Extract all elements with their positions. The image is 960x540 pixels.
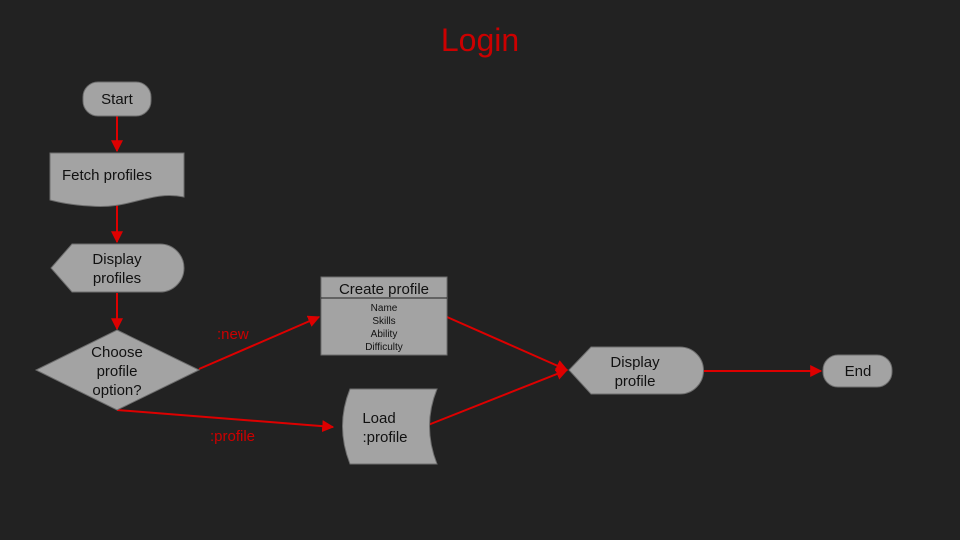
load-line2: :profile [362, 429, 407, 446]
decision-line2: profile [97, 363, 138, 380]
create-field-ability: Ability [371, 329, 398, 340]
edges: :new :profile [111, 116, 823, 445]
create-profile-header: Create profile [339, 281, 429, 298]
fetch-profiles-label: Fetch profiles [62, 167, 152, 184]
display-profile-line1: Display [610, 354, 660, 371]
create-field-skills: Skills [372, 316, 395, 327]
edge-decision-load [116, 409, 335, 433]
edge-create-display [446, 316, 569, 372]
decision-line1: Choose [91, 344, 143, 361]
end-node: End [822, 354, 893, 388]
edge-load-display [422, 368, 569, 428]
decision-node: Choose profile option? [34, 329, 201, 411]
start-node: Start [82, 81, 152, 117]
create-field-name: Name [371, 303, 398, 314]
start-label: Start [101, 91, 134, 108]
fetch-profiles-node: Fetch profiles [49, 152, 185, 208]
end-label: End [845, 363, 872, 380]
edge-label-new: :new [217, 326, 249, 343]
load-line1: Load [362, 410, 395, 427]
display-profiles-node: Display profiles [50, 243, 185, 293]
decision-line3: option? [92, 382, 141, 399]
create-field-difficulty: Difficulty [365, 342, 403, 353]
edge-label-profile: :profile [210, 428, 255, 445]
create-profile-node: Create profile Name Skills Ability Diffi… [320, 276, 448, 356]
display-profiles-line2: profiles [93, 270, 141, 287]
page-title: Login [440, 22, 520, 58]
display-profiles-line1: Display [92, 251, 142, 268]
display-profile-line2: profile [615, 373, 656, 390]
display-profile-node: Display profile [568, 346, 704, 395]
edge-decision-create [198, 315, 321, 370]
load-profile-node: Load :profile [342, 388, 438, 465]
